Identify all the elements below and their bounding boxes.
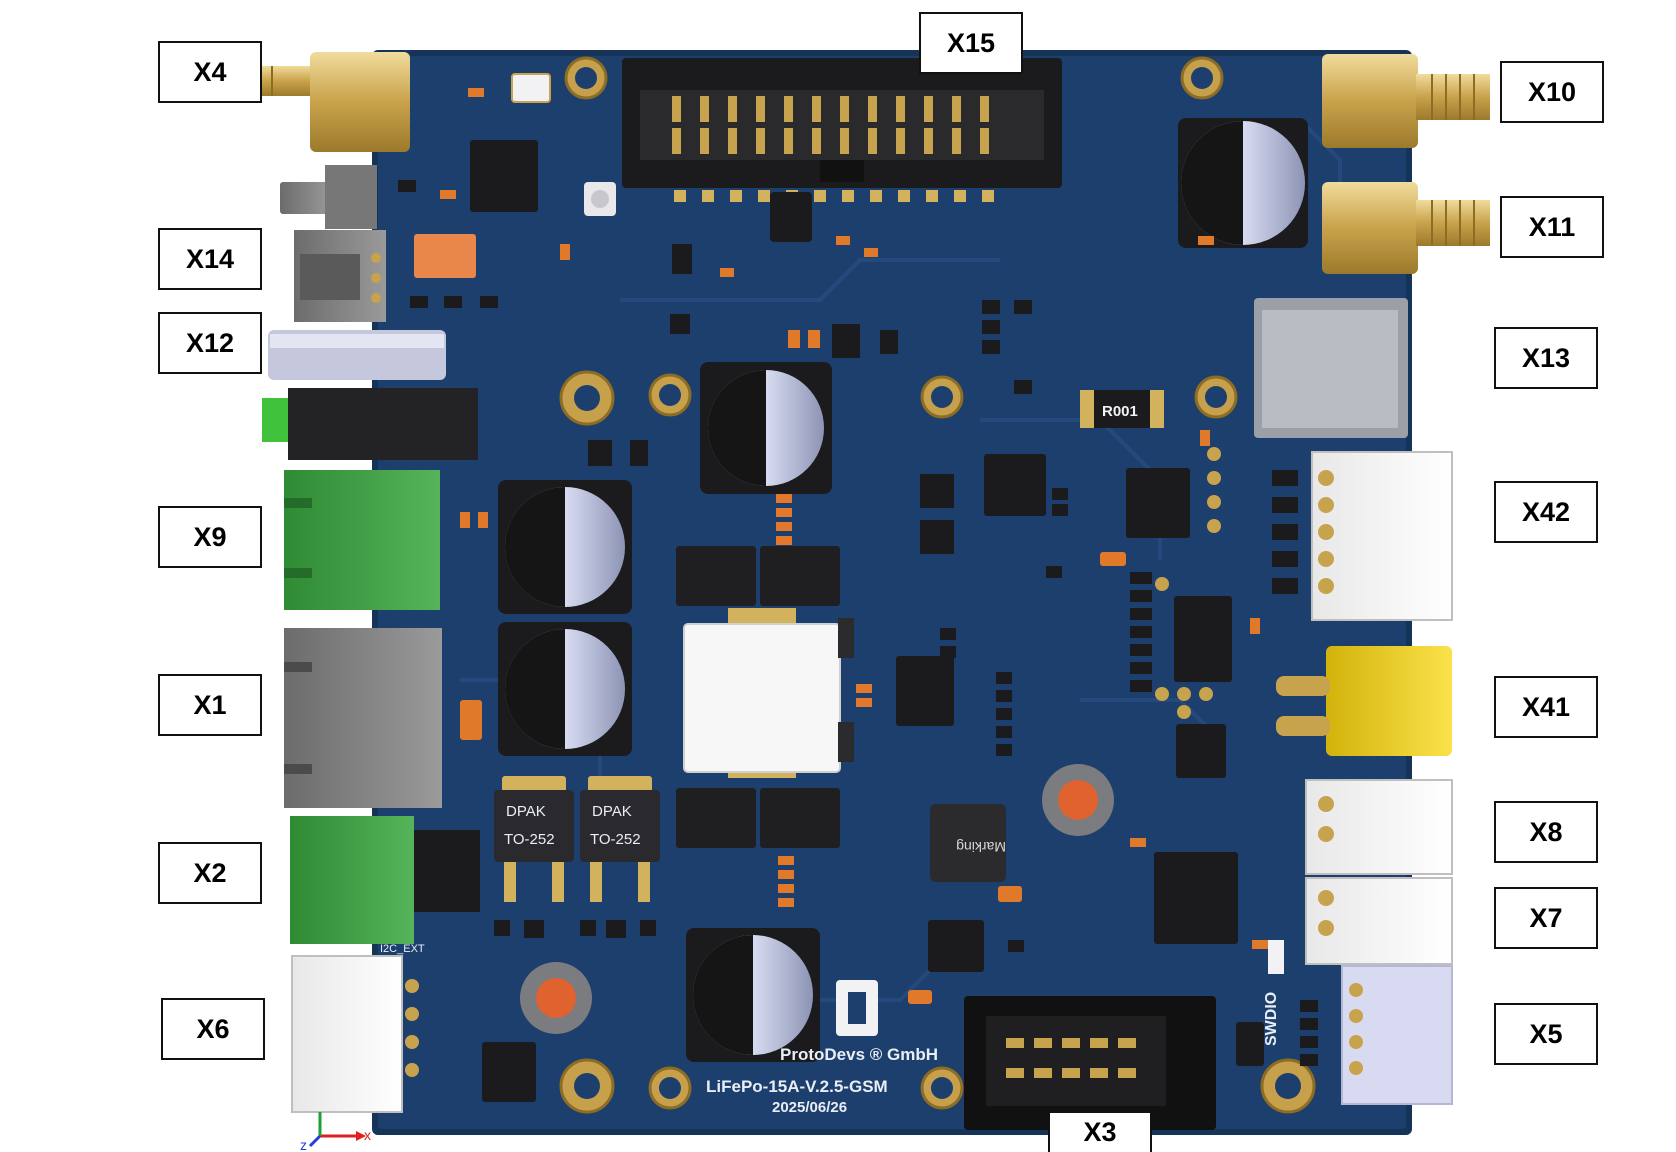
box-header-x3 <box>964 996 1216 1130</box>
axis-x-label: x <box>364 1127 371 1143</box>
jst-connector-x42 <box>1272 451 1453 621</box>
terminal-x1 <box>284 628 442 808</box>
label-x4: X4 <box>158 41 262 103</box>
jst-connector-x5 <box>1341 965 1453 1105</box>
label-x3: X3 <box>1048 1111 1152 1152</box>
board-model: LiFePo-15A-V.2.5-GSM <box>706 1077 888 1096</box>
pcb-board <box>372 50 1412 1135</box>
swdio-label: SWDIO <box>1263 992 1280 1046</box>
label-x14: X14 <box>158 228 262 290</box>
power-switch-x14 <box>280 165 386 322</box>
dpak-right-top: DPAK <box>592 803 632 820</box>
label-x10: X10 <box>1500 61 1604 123</box>
label-x6: X6 <box>161 998 265 1060</box>
integrated-circuits <box>470 140 1264 1102</box>
electrolytic-capacitors <box>498 118 1308 1062</box>
small-inductor <box>930 804 1006 882</box>
label-x12: X12 <box>158 312 262 374</box>
company-name: ProtoDevs ® GmbH <box>780 1045 938 1064</box>
dpak-transistors <box>494 776 660 902</box>
label-x15: X15 <box>919 12 1023 74</box>
silkscreen: ProtoDevs ® GmbH LiFePo-15A-V.2.5-GSM 20… <box>380 403 1280 1116</box>
x15-box-header <box>622 58 1062 202</box>
mounting-holes <box>559 56 1316 1114</box>
dpak-left-top: DPAK <box>506 803 546 820</box>
usb-connector-x12 <box>268 330 446 380</box>
label-x8: X8 <box>1494 801 1598 863</box>
jst-connector-x8 <box>1305 779 1453 875</box>
axis-triad: x z <box>300 1112 371 1152</box>
xt-connector-x41 <box>1276 646 1452 756</box>
label-x7: X7 <box>1494 887 1598 949</box>
i2c-ext-label: I2C_EXT <box>380 943 425 955</box>
smd-components <box>398 73 1318 1066</box>
shunt-resistor <box>1080 390 1164 428</box>
terminal-x2 <box>290 816 480 944</box>
terminal-x9 <box>284 470 440 610</box>
sim-holder-x13 <box>1254 298 1408 438</box>
label-x1: X1 <box>158 674 262 736</box>
label-x5: X5 <box>1494 1003 1598 1065</box>
axis-z-label: z <box>300 1137 307 1152</box>
inductor-marking: Marking <box>956 839 1006 855</box>
brass-standoffs <box>520 764 1114 1034</box>
jst-connector-x7 <box>1305 877 1453 965</box>
label-x42: X42 <box>1494 481 1598 543</box>
shunt-marking: R001 <box>1102 403 1138 420</box>
dpak-left-bottom: TO-252 <box>504 831 555 848</box>
label-x41: X41 <box>1494 676 1598 738</box>
label-x13: X13 <box>1494 327 1598 389</box>
label-x9: X9 <box>158 506 262 568</box>
sma-connector-x11 <box>1322 182 1490 274</box>
dpak-right-bottom: TO-252 <box>590 831 641 848</box>
board-date: 2025/06/26 <box>772 1099 847 1116</box>
label-x11: X11 <box>1500 196 1604 258</box>
mosfet-packages <box>676 546 840 848</box>
button-holder <box>262 388 478 460</box>
label-x2: X2 <box>158 842 262 904</box>
sma-connector-x10 <box>1322 54 1490 148</box>
power-inductor <box>683 608 841 778</box>
jst-connector-x6 <box>291 955 419 1113</box>
